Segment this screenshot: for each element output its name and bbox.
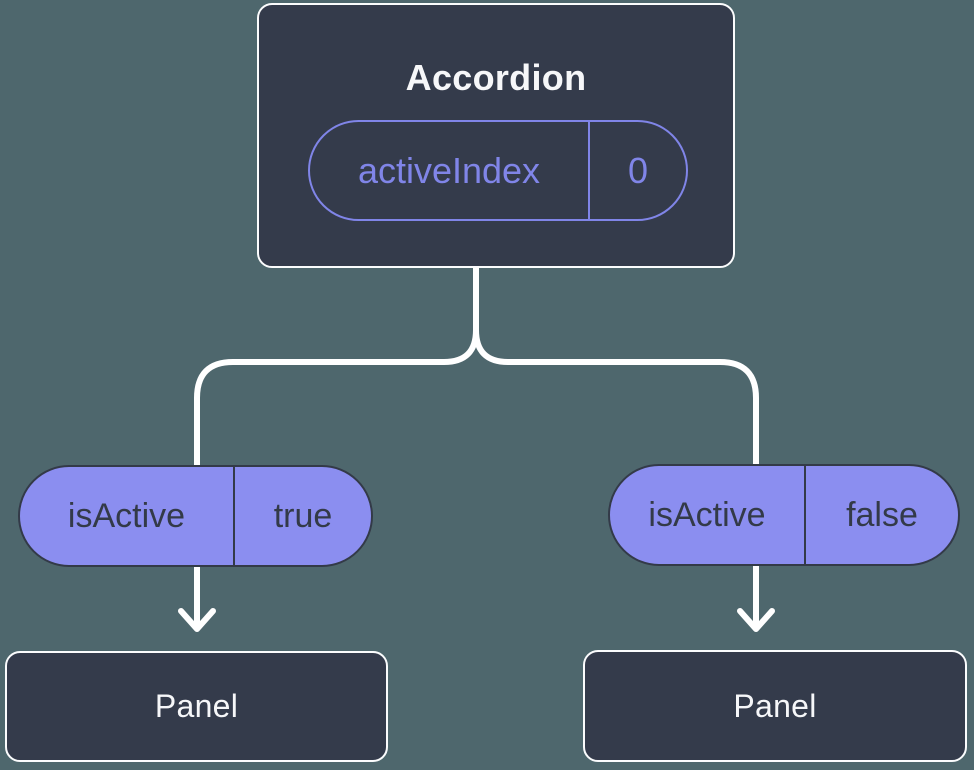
accordion-component-box: Accordion activeIndex 0: [257, 3, 735, 268]
state-name: activeIndex: [357, 149, 541, 191]
arrow-down-icon: [737, 608, 775, 632]
connector-right-branch: [473, 265, 759, 630]
prop-name: isActive: [648, 495, 766, 534]
prop-pill-false: isActive false: [608, 464, 960, 566]
panel-component-box-right: Panel: [583, 650, 967, 762]
connector-left-branch: [194, 265, 479, 630]
prop-value: true: [233, 467, 371, 565]
prop-name: isActive: [67, 496, 186, 535]
prop-pill-true: isActive true: [18, 465, 373, 567]
state-pill: activeIndex 0: [308, 120, 688, 221]
state-value: 0: [588, 122, 686, 219]
arrow-down-icon: [178, 608, 216, 632]
prop-value: false: [804, 466, 958, 564]
panel-component-box-left: Panel: [5, 651, 388, 762]
component-title: Accordion: [405, 57, 587, 98]
